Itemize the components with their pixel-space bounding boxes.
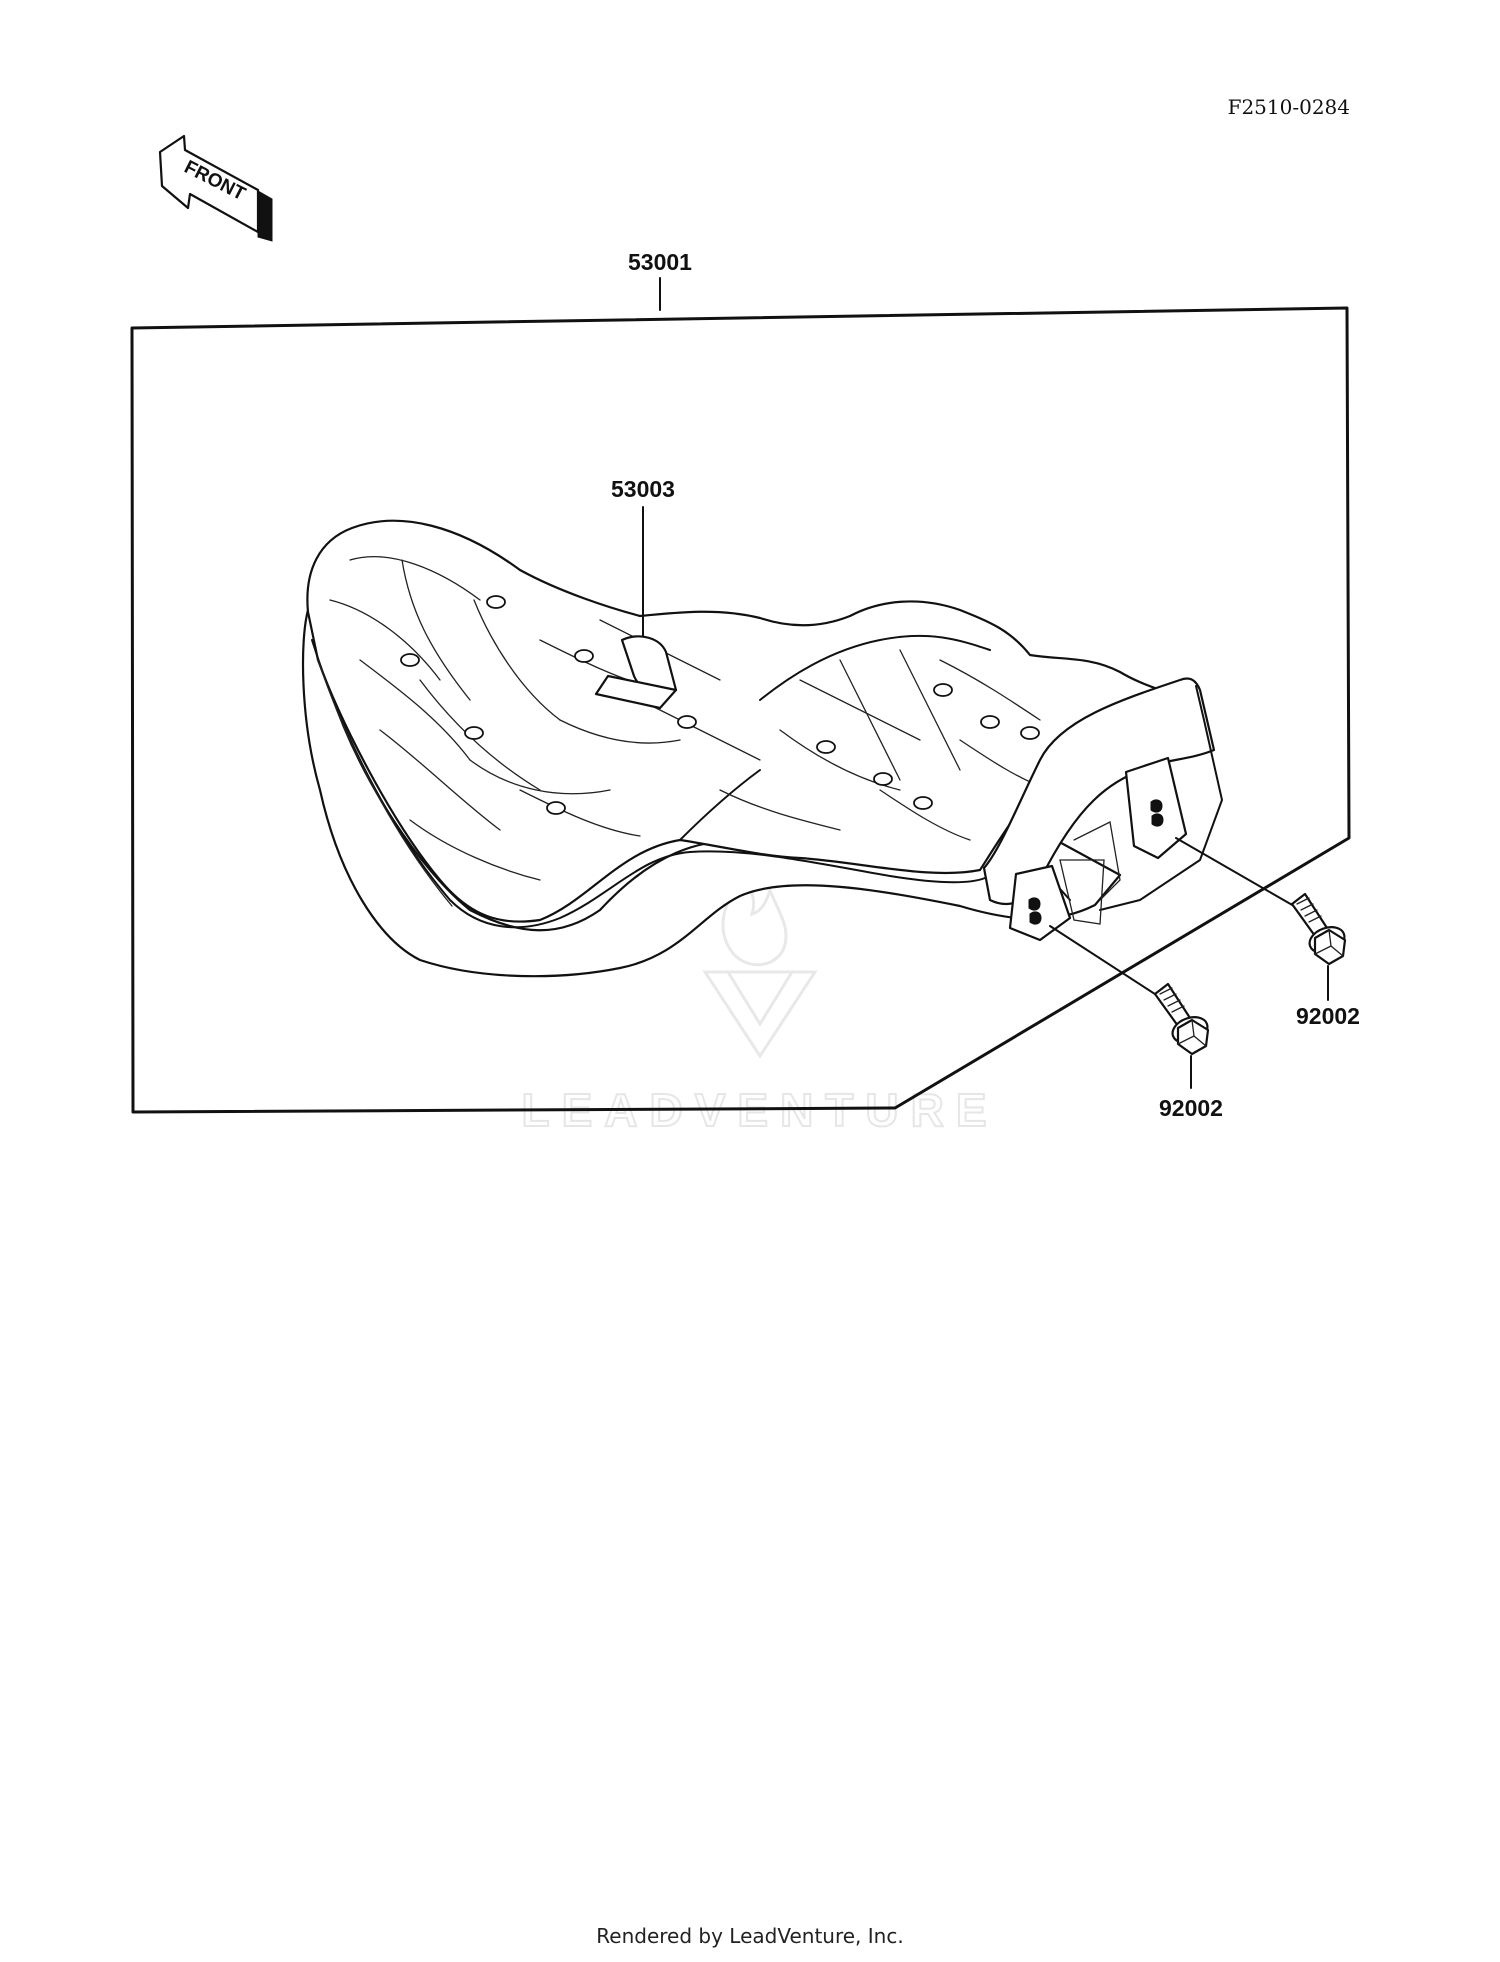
seat-tuft-button (933, 683, 953, 697)
seat-tuft-button (400, 653, 420, 667)
part-label-53001: 53001 (628, 249, 692, 275)
seat-tuft-button (1020, 726, 1040, 740)
front-arrow-icon: FRONT (158, 134, 273, 242)
seat-tuft-button (574, 649, 594, 663)
seat-tuft-button (486, 595, 506, 609)
figure-id: F2510-0284 (1228, 95, 1350, 119)
seat-tuft-button (546, 801, 566, 815)
flange-bolt-icon (1290, 892, 1347, 966)
seat-tuft-button (980, 715, 1000, 729)
part-label-92002-upper: 92002 (1296, 1003, 1360, 1029)
bolt-leader-line (1049, 925, 1159, 997)
part-label-53003: 53003 (611, 476, 675, 502)
seat-tuft-button (816, 740, 836, 754)
bolt-leader-line (1175, 837, 1295, 907)
render-credit: Rendered by LeadVenture, Inc. (596, 1924, 904, 1948)
seat-illustration (301, 519, 1223, 978)
seat-tuft-button (677, 715, 697, 729)
part-label-92002-lower: 92002 (1159, 1095, 1223, 1121)
seat-tuft-button (464, 726, 484, 740)
flange-bolt-icon (1153, 982, 1210, 1056)
seat-tuft-button (873, 772, 893, 786)
seat-tuft-button (913, 796, 933, 810)
